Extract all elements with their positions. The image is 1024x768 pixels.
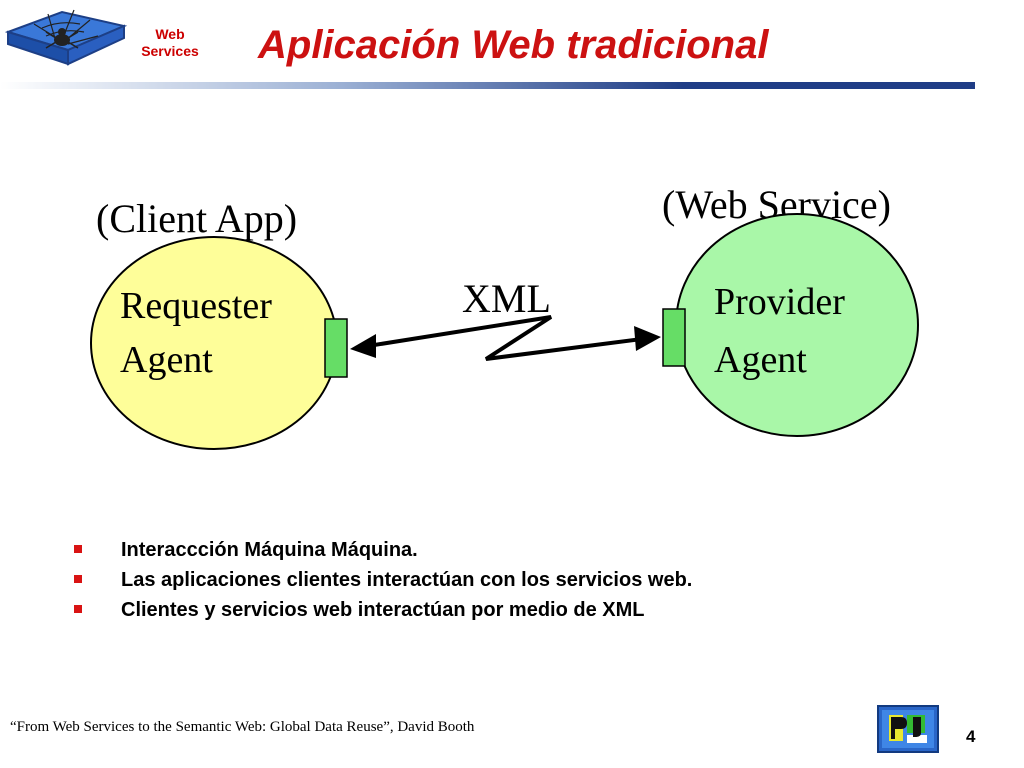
citation-text: “From Web Services to the Semantic Web: …	[10, 719, 475, 735]
page-number: 4	[966, 727, 976, 746]
arrowhead-right	[634, 326, 661, 351]
page-title: Aplicación Web tradicional	[258, 23, 769, 67]
bullet-text: Clientes y servicios web interactúan por…	[121, 599, 645, 621]
requester-label: Requester	[120, 285, 272, 327]
bullet-text: Las aplicaciones clientes interactúan co…	[121, 569, 693, 591]
web-services-logo-text: Web Services	[128, 26, 212, 60]
xml-lightning-arrow	[367, 315, 643, 361]
bullet-marker	[74, 605, 82, 613]
provider-agent-node	[675, 213, 919, 437]
web-services-logo-icon	[4, 9, 128, 66]
title-divider	[0, 82, 975, 89]
provider-label: Provider	[714, 281, 845, 323]
bullet-marker	[74, 575, 82, 583]
bullet-text: Interaccción Máquina Máquina.	[121, 539, 418, 561]
client-connector-port	[324, 318, 348, 378]
bullet-item: Clientes y servicios web interactúan por…	[72, 596, 692, 626]
logo-line-web: Web	[155, 26, 185, 42]
bullet-item: Las aplicaciones clientes interactúan co…	[72, 566, 692, 596]
provider-agent-label: Agent	[714, 339, 807, 381]
requester-agent-label: Agent	[120, 339, 213, 381]
arrowhead-left	[350, 334, 376, 358]
bullet-list: Interaccción Máquina Máquina. Las aplica…	[72, 536, 692, 626]
bullet-marker	[74, 545, 82, 553]
footer-logo-icon	[877, 705, 939, 753]
logo-line-services: Services	[141, 43, 199, 59]
service-connector-port	[662, 308, 686, 367]
client-service-diagram: (Client App) Requester Agent (Web Servic…	[90, 182, 919, 450]
bullet-item: Interaccción Máquina Máquina.	[72, 536, 692, 566]
xml-link-label: XML	[462, 276, 551, 321]
client-app-caption: (Client App)	[96, 196, 297, 241]
